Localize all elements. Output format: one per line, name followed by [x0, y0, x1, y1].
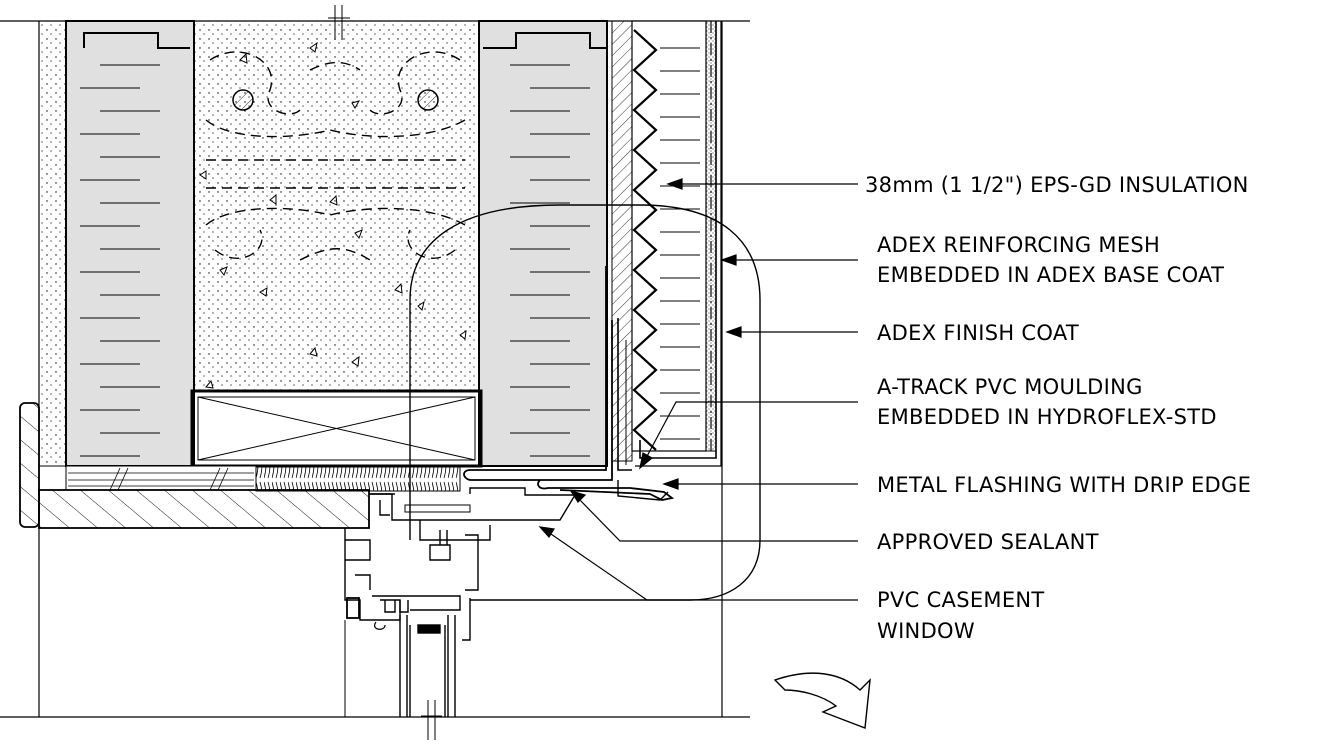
- rebar-right: [417, 89, 439, 111]
- label-mesh-line2: EMBEDDED IN ADEX BASE COAT: [877, 263, 1224, 287]
- label-insulation: 38mm (1 1/2") EPS-GD INSULATION: [865, 173, 1249, 197]
- right-block: [478, 20, 608, 467]
- label-window-line1: PVC CASEMENT: [877, 588, 1045, 612]
- label-window-line2: WINDOW: [877, 619, 975, 643]
- concrete-core: [194, 5, 479, 391]
- label-atrack-line1: A-TRACK PVC MOULDING: [877, 375, 1143, 399]
- label-mesh-line1: ADEX REINFORCING MESH: [877, 233, 1160, 257]
- a-track-and-flashing: [463, 266, 675, 501]
- label-sealant: APPROVED SEALANT: [877, 530, 1099, 554]
- label-finish: ADEX FINISH COAT: [877, 321, 1079, 345]
- annotation-labels: 38mm (1 1/2") EPS-GD INSULATION ADEX REI…: [865, 173, 1251, 643]
- compressible-seal: [255, 465, 461, 492]
- direction-arrow-icon: [773, 672, 871, 729]
- interior-parging: [38, 20, 67, 467]
- wood-blocking: [190, 389, 483, 468]
- leader-lines: [538, 178, 858, 601]
- pvc-window-profile: [344, 487, 577, 740]
- interior-sill: [19, 402, 395, 529]
- label-atrack-line2: EMBEDDED IN HYDROFLEX-STD: [877, 405, 1217, 429]
- rebar-left: [232, 89, 254, 111]
- label-flashing: METAL FLASHING WITH DRIP EDGE: [877, 473, 1251, 497]
- left-block: [65, 20, 195, 467]
- eps-insulation: [611, 20, 722, 467]
- detail-callout-outline: [409, 204, 761, 601]
